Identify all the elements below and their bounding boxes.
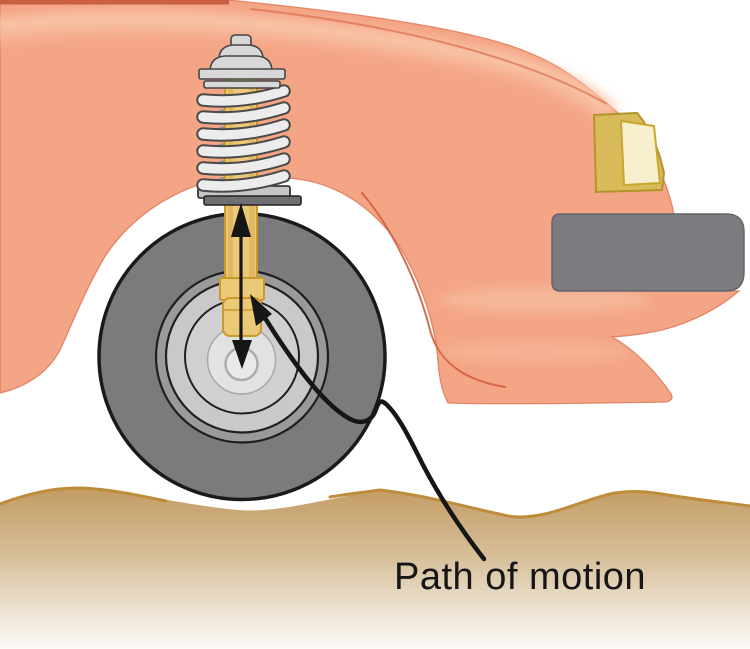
mount-flange (198, 68, 286, 80)
leader-arrow-icon (250, 294, 487, 562)
motion-arrowhead-up (231, 203, 251, 237)
mount-dome-small (218, 44, 264, 59)
strut-top-mount (198, 34, 286, 89)
lower-body-highlight-2 (440, 341, 630, 363)
motion-double-arrow-icon (231, 203, 252, 369)
roof-stripe (0, 0, 229, 5)
coil-spring (196, 84, 291, 193)
motion-arrowhead-down (232, 340, 252, 369)
ground (0, 486, 750, 649)
ground-edge-left (0, 486, 168, 506)
hood-edge-line (249, 8, 608, 105)
spring-seat-bar (203, 195, 302, 206)
leader-curve (262, 315, 487, 562)
bumper (551, 213, 745, 292)
car-body (0, 0, 745, 405)
path-of-motion-label: Path of motion (394, 556, 646, 598)
mount-washer (203, 80, 281, 89)
ground-edge-right (328, 488, 750, 519)
leader-arrowhead (250, 294, 272, 326)
headlight (592, 111, 666, 194)
lower-body-highlight-1 (440, 287, 650, 313)
fender-crease (361, 192, 506, 388)
headlight-lens (619, 119, 662, 187)
shock-absorber-strut (196, 34, 302, 337)
ground-surface (0, 487, 750, 649)
mount-dome-large (209, 55, 273, 71)
